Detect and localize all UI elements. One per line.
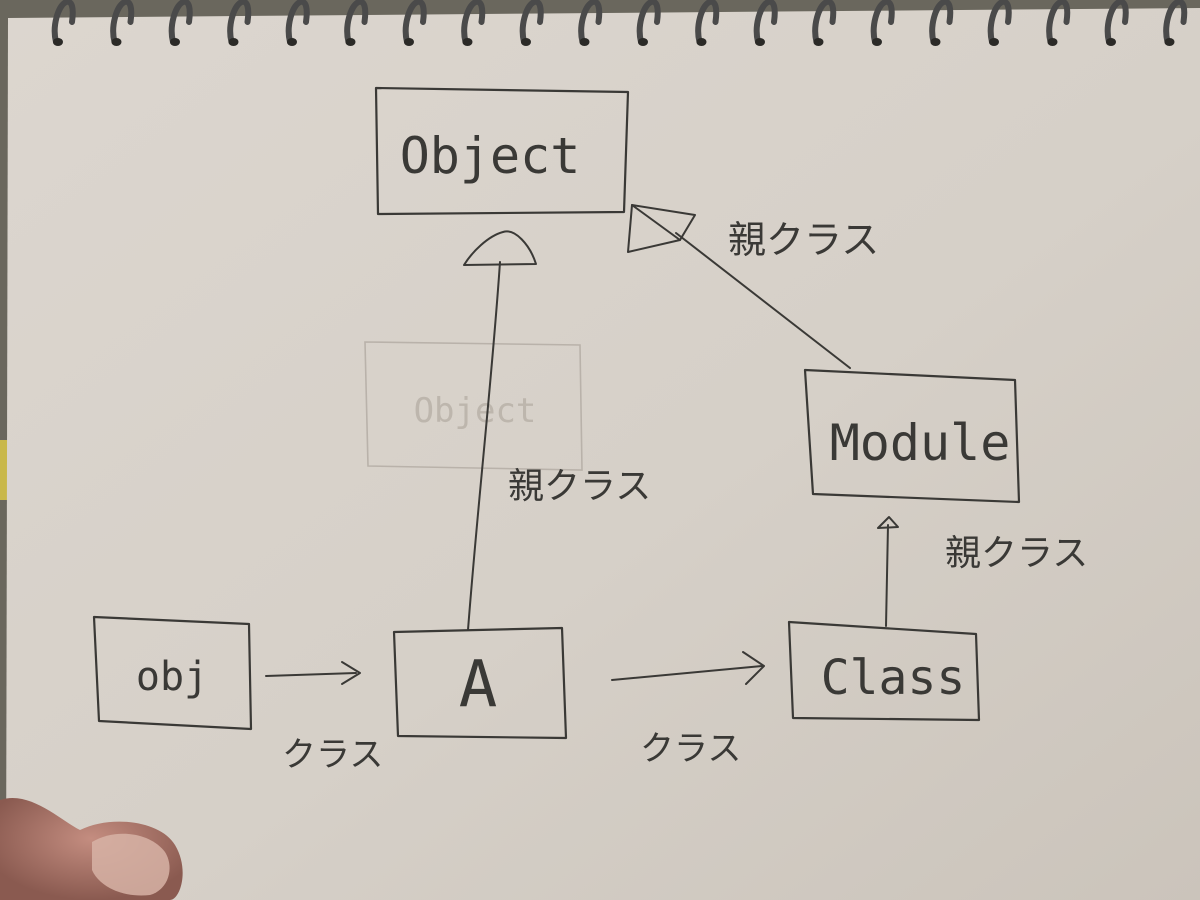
label-class-to-module: 親クラス bbox=[945, 533, 1088, 574]
binding-hole bbox=[521, 38, 531, 46]
binding-hole bbox=[53, 38, 63, 46]
module-box bbox=[803, 368, 1021, 504]
binding-hole bbox=[111, 38, 122, 46]
spiral-ring bbox=[753, 0, 778, 45]
arrowhead-a-to-class bbox=[742, 651, 765, 685]
label-a-to-class: クラス bbox=[640, 729, 741, 769]
spiral-ring bbox=[519, 0, 544, 45]
inheritance-arrowhead-class bbox=[877, 516, 899, 529]
binding-hole bbox=[404, 38, 414, 46]
spiral-ring bbox=[110, 0, 135, 45]
thumb bbox=[0, 797, 183, 900]
notebook-page bbox=[6, 8, 1200, 900]
spiral-ring bbox=[344, 0, 369, 45]
erased-object-box bbox=[364, 341, 583, 471]
spiral-ring bbox=[695, 0, 720, 45]
spiral-ring bbox=[168, 0, 193, 45]
binding-hole bbox=[696, 38, 707, 46]
binding-hole bbox=[579, 38, 590, 46]
spiral-ring bbox=[636, 0, 661, 45]
binding-hole bbox=[1047, 38, 1058, 46]
binding-hole bbox=[1164, 38, 1175, 46]
class-label: Class bbox=[821, 650, 966, 706]
binding-hole bbox=[462, 38, 473, 46]
binding-hole bbox=[1106, 38, 1116, 46]
binding-hole bbox=[345, 38, 356, 46]
spiral-ring bbox=[51, 0, 76, 45]
module-label: Module bbox=[830, 414, 1011, 472]
binding-hole bbox=[755, 38, 765, 46]
binding-hole bbox=[638, 38, 648, 46]
a-box bbox=[392, 626, 568, 740]
spiral-ring bbox=[870, 0, 895, 45]
binding-hole bbox=[989, 38, 999, 46]
binding-hole bbox=[930, 38, 941, 46]
edge-class-to-module bbox=[885, 524, 889, 627]
erased-object-label: Object bbox=[414, 391, 537, 431]
object-label: Object bbox=[400, 127, 581, 185]
label-module-to-object: 親クラス bbox=[728, 218, 879, 262]
label-a-to-object: 親クラス bbox=[508, 466, 651, 507]
object-box bbox=[374, 86, 630, 216]
spiral-ring bbox=[929, 0, 954, 45]
binding-hole bbox=[813, 38, 824, 46]
edge-a-to-object bbox=[467, 261, 501, 631]
label-obj-to-a: クラス bbox=[282, 735, 383, 775]
a-label: A bbox=[459, 648, 498, 722]
spiral-ring bbox=[285, 0, 310, 45]
inheritance-arrowhead-a bbox=[463, 230, 537, 266]
spiral-ring bbox=[1046, 0, 1071, 45]
obj-label: obj bbox=[136, 654, 208, 700]
spiral-ring bbox=[578, 0, 603, 45]
spiral-ring bbox=[987, 0, 1012, 45]
obj-box bbox=[92, 615, 253, 731]
binding-hole bbox=[170, 38, 180, 46]
spiral-ring bbox=[461, 0, 486, 45]
spiral-ring bbox=[812, 0, 837, 45]
spiral-binding bbox=[51, 0, 1188, 46]
edge-module-to-object bbox=[675, 232, 851, 369]
edge-obj-to-a bbox=[265, 672, 357, 677]
spiral-ring bbox=[1163, 0, 1188, 45]
edge-a-to-class bbox=[611, 665, 763, 681]
spiral-ring bbox=[227, 0, 252, 45]
arrowhead-obj-to-a bbox=[341, 661, 361, 685]
spiral-ring bbox=[402, 0, 427, 45]
binding-hole bbox=[228, 38, 239, 46]
binding-hole bbox=[872, 38, 882, 46]
spiral-ring bbox=[1104, 0, 1129, 45]
class-box bbox=[787, 620, 981, 722]
binding-hole bbox=[287, 38, 297, 46]
